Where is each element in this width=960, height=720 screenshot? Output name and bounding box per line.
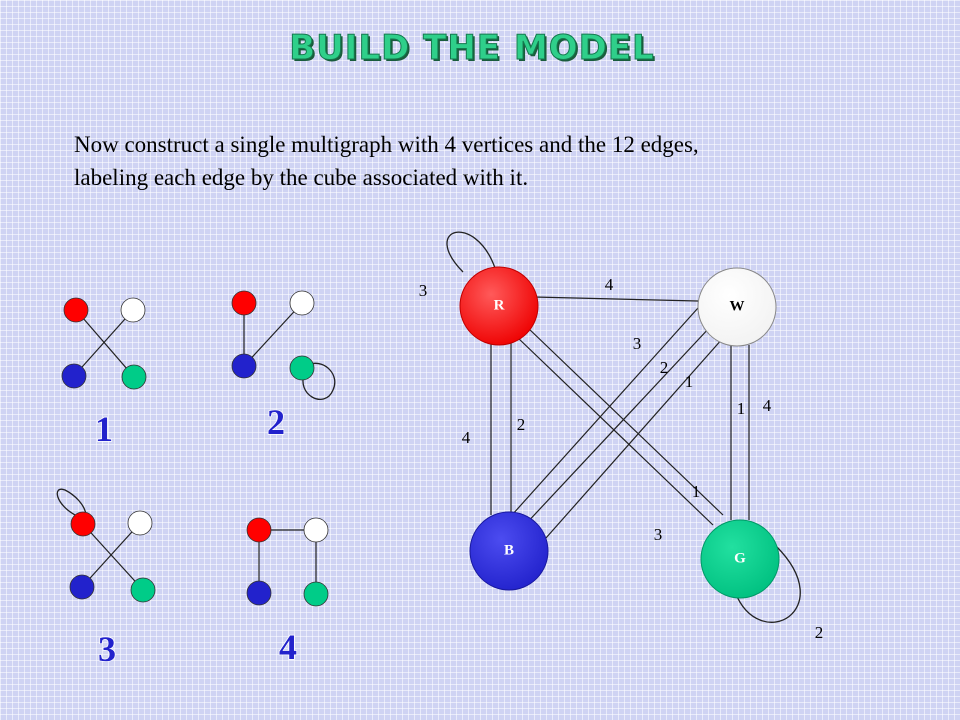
cube-2-edge-W-B — [243, 302, 303, 367]
vertex-G: G — [700, 519, 780, 599]
edge-W-B-a — [511, 307, 699, 516]
cube-1-vertex-white — [120, 297, 146, 323]
cube-3-vertex-red — [70, 511, 96, 537]
edge-loop-G — [734, 545, 801, 623]
edge-label-G-G: 2 — [815, 623, 824, 642]
cube-3-label: 3 — [98, 629, 116, 669]
vertex-W: W — [697, 267, 777, 347]
cube-3-loop-red — [56, 488, 87, 517]
cube-1-edge-W-B — [73, 309, 134, 377]
cube-4-vertex-white — [303, 517, 329, 543]
vertex-label-B: B — [504, 542, 514, 558]
slide-body-text: Now construct a single multigraph with 4… — [74, 128, 834, 194]
edge-W-B-b — [522, 325, 712, 528]
vertex-label-G: G — [734, 550, 746, 566]
cube-4-vertex-green — [303, 581, 329, 607]
edge-R-G-b — [526, 326, 724, 516]
edge-label-W-G-a: 1 — [737, 399, 746, 418]
cube-4-vertex-red — [246, 517, 272, 543]
edge-R-W — [533, 296, 699, 302]
edge-label-R-W: 4 — [605, 275, 614, 294]
vertex-label-R: R — [494, 297, 505, 313]
cube-4-label: 4 — [279, 627, 297, 667]
cube-1-label: 1 — [95, 409, 113, 449]
cube-3-edge-R-G — [82, 523, 144, 591]
cube-3-vertex-green — [130, 577, 156, 603]
cube-3-graph — [56, 488, 156, 603]
edge-loop-R — [446, 231, 496, 273]
cube-3-edge-W-B — [81, 522, 141, 588]
cube-1-edge-R-G — [75, 309, 135, 378]
edge-label-W-B-b: 2 — [660, 358, 669, 377]
cube-2-label: 2 — [267, 402, 285, 442]
cube-2-vertex-blue — [231, 353, 257, 379]
slide-title: BUILD THE MODEL — [289, 28, 655, 69]
edge-label-R-G-a: 1 — [692, 482, 701, 501]
cube-2-vertex-green — [289, 355, 315, 381]
edge-label-R-G-b: 3 — [654, 525, 663, 544]
edge-label-W-B-c: 1 — [685, 372, 694, 391]
vertex-B: B — [469, 511, 549, 591]
edge-label-R-B-b: 2 — [517, 415, 526, 434]
cube-2-graph — [231, 290, 336, 400]
vertex-R: R — [459, 266, 539, 346]
cube-1-vertex-green — [121, 364, 147, 390]
cube-2-loop-green — [302, 362, 336, 400]
body-line-1: Now construct a single multigraph with 4… — [74, 132, 699, 157]
edge-label-R-R: 3 — [419, 281, 428, 300]
cube-1-graph — [61, 297, 147, 390]
edge-R-G-a — [516, 336, 714, 526]
cube-3-vertex-white — [127, 510, 153, 536]
cube-3-vertex-blue — [69, 574, 95, 600]
cube-2-vertex-red — [231, 290, 257, 316]
edge-label-W-G-b: 4 — [763, 396, 772, 415]
body-line-2: labeling each edge by the cube associate… — [74, 165, 529, 190]
cube-4-vertex-blue — [246, 580, 272, 606]
cube-1-vertex-red — [63, 297, 89, 323]
cube-4-graph — [246, 517, 329, 607]
cube-2-vertex-white — [289, 290, 315, 316]
edge-W-B-c — [537, 337, 724, 548]
vertex-label-W: W — [730, 298, 745, 314]
cube-1-vertex-blue — [61, 363, 87, 389]
edge-label-W-B-a: 3 — [633, 334, 642, 353]
edge-label-R-B-a: 4 — [462, 428, 471, 447]
